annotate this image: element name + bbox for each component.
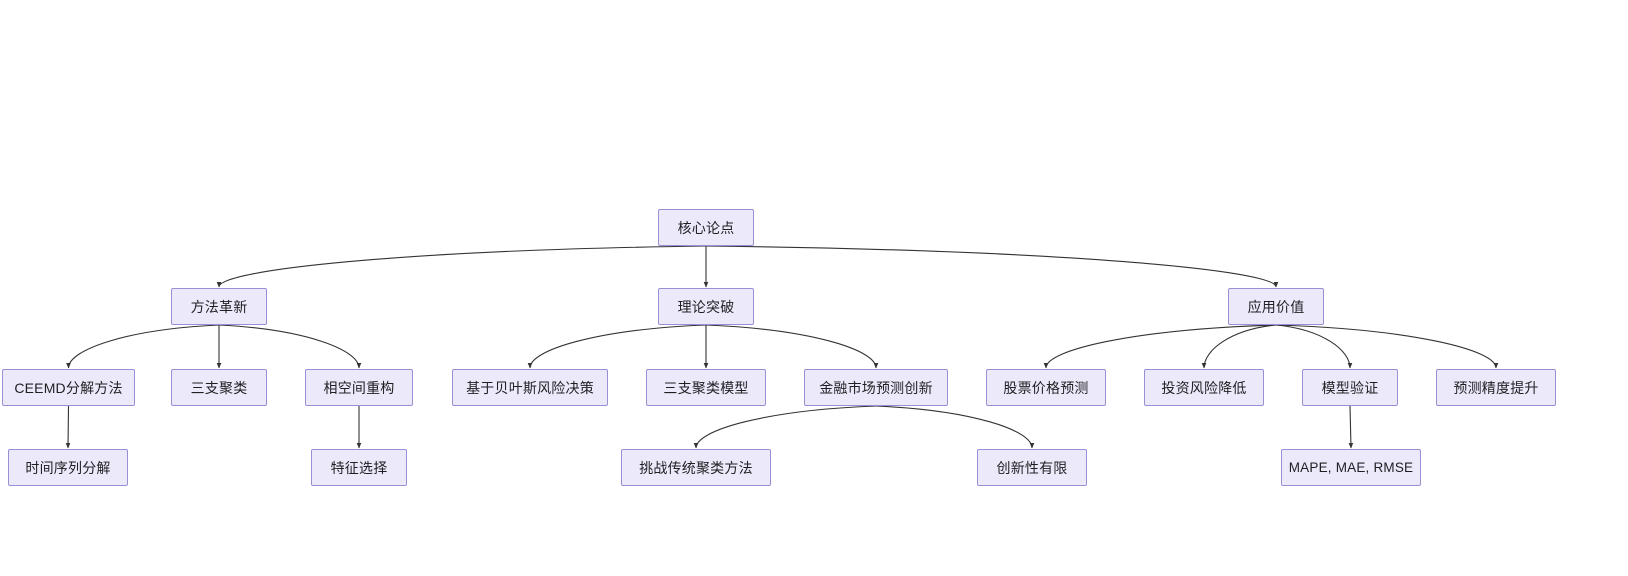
flow-edge-l1c-to-l2c4	[1275, 324, 1499, 369]
flow-edge-l1c-to-l2c1	[1043, 324, 1277, 369]
flow-node-l2b1[interactable]: 基于贝叶斯风险决策	[452, 369, 608, 406]
flow-node-label: 模型验证	[1321, 379, 1379, 396]
flow-edge-l2c3-to-l3c3	[1348, 405, 1354, 449]
edge-paths	[65, 245, 1499, 449]
flow-node-l2b3[interactable]: 金融市场预测创新	[804, 369, 948, 406]
flow-node-root[interactable]: 核心论点	[658, 209, 754, 246]
flow-node-l3c3[interactable]: MAPE, MAE, RMSE	[1281, 449, 1421, 486]
flow-edge-root-to-l1c	[705, 245, 1279, 288]
flow-node-l2a2[interactable]: 三支聚类	[171, 369, 267, 406]
flow-node-label: MAPE, MAE, RMSE	[1288, 459, 1414, 475]
flow-node-l1a[interactable]: 方法革新	[171, 288, 267, 325]
flow-node-label: 时间序列分解	[25, 459, 111, 476]
flow-node-l2c4[interactable]: 预测精度提升	[1436, 369, 1556, 406]
flow-edge-l1a-to-l2a1	[66, 324, 220, 369]
flow-edge-l2a1-to-l3a1	[65, 405, 71, 449]
flow-node-l3a3[interactable]: 特征选择	[311, 449, 407, 486]
flow-node-l2c2[interactable]: 投资风险降低	[1144, 369, 1264, 406]
flow-node-label: 相空间重构	[323, 379, 395, 396]
flow-node-label: 应用价值	[1247, 298, 1305, 315]
flow-node-l2a3[interactable]: 相空间重构	[305, 369, 413, 406]
flow-node-l1b[interactable]: 理论突破	[658, 288, 754, 325]
flow-edge-l1c-to-l2c3	[1275, 324, 1353, 369]
flow-edge-l2b3-to-l3b3b	[875, 405, 1035, 449]
flow-node-label: 预测精度提升	[1453, 379, 1539, 396]
flow-edge-l1b-to-l2b1	[527, 324, 707, 369]
flow-node-l2a1[interactable]: CEEMD分解方法	[2, 369, 135, 406]
flow-node-label: 三支聚类	[190, 379, 248, 396]
flow-node-label: 金融市场预测创新	[819, 379, 933, 396]
flow-edge-l1c-to-l2c2	[1201, 324, 1277, 369]
flow-node-label: 创新性有限	[996, 459, 1068, 476]
flow-node-l3a1[interactable]: 时间序列分解	[8, 449, 128, 486]
flow-node-l3b3b[interactable]: 创新性有限	[977, 449, 1087, 486]
flow-node-label: 股票价格预测	[1003, 379, 1089, 396]
flow-node-label: 挑战传统聚类方法	[639, 459, 753, 476]
flow-node-l2c3[interactable]: 模型验证	[1302, 369, 1398, 406]
flow-node-l3b3a[interactable]: 挑战传统聚类方法	[621, 449, 771, 486]
flow-node-l2b2[interactable]: 三支聚类模型	[646, 369, 766, 406]
flow-edge-l1a-to-l2a3	[218, 324, 362, 369]
flow-node-l1c[interactable]: 应用价值	[1228, 288, 1324, 325]
flow-node-label: 三支聚类模型	[663, 379, 749, 396]
flow-edge-l2b3-to-l3b3a	[693, 405, 877, 449]
flow-node-label: CEEMD分解方法	[14, 379, 123, 396]
flow-node-label: 基于贝叶斯风险决策	[466, 379, 594, 396]
flow-node-l2c1[interactable]: 股票价格预测	[986, 369, 1106, 406]
flow-node-label: 投资风险降低	[1161, 379, 1247, 396]
flow-edge-root-to-l1a	[216, 245, 707, 288]
flow-node-label: 特征选择	[330, 459, 388, 476]
flow-node-label: 方法革新	[190, 298, 248, 315]
flow-node-label: 理论突破	[677, 298, 735, 315]
flow-node-label: 核心论点	[677, 219, 735, 236]
flow-edge-l1b-to-l2b3	[705, 324, 879, 369]
